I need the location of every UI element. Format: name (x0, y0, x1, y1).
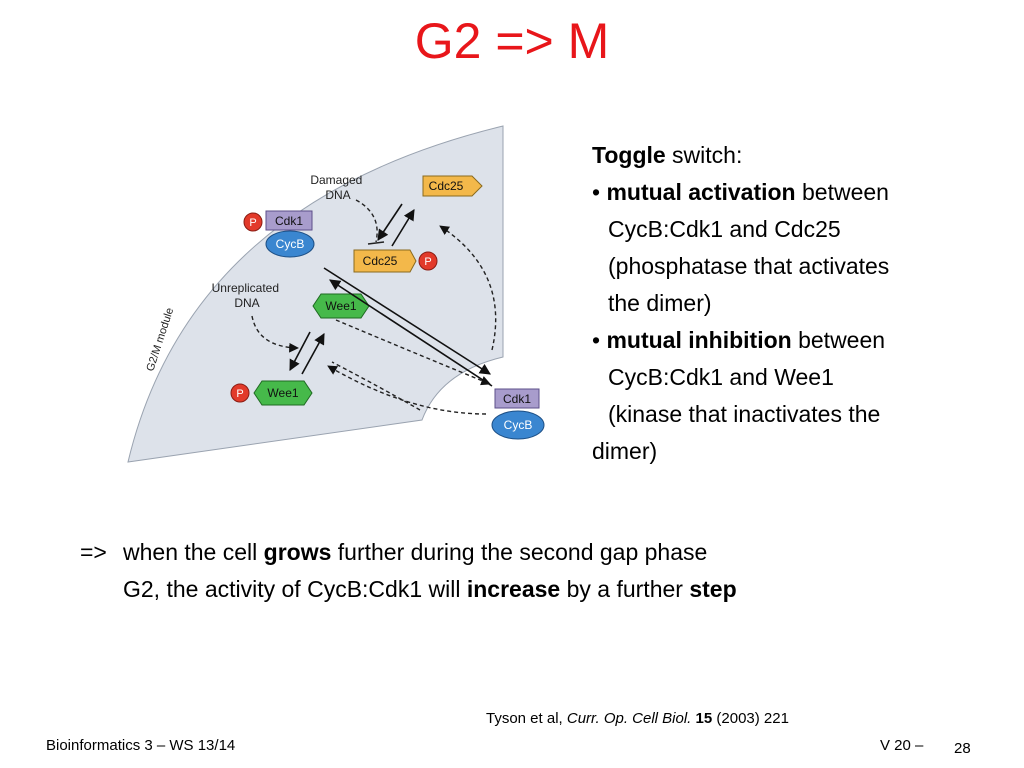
cdk1-conversion-arrows (323, 267, 493, 387)
svg-text:CycB: CycB (504, 418, 533, 432)
mutual-inhibition-line3: (kinase that inactivates the (608, 401, 881, 427)
footer-lecture: V 20 – (880, 737, 924, 754)
toggle-switch-description: Toggle switch: • mutual activation betwe… (592, 137, 1012, 470)
toggle-heading: Toggle switch: (592, 142, 743, 168)
footer-course: Bioinformatics 3 – WS 13/14 (46, 737, 236, 754)
conclusion-paragraph: => when the cell grows further during th… (80, 534, 980, 608)
svg-text:Cdk1: Cdk1 (275, 214, 303, 228)
wee1-active: Wee1 (312, 293, 370, 319)
svg-text:P: P (236, 388, 243, 400)
slide-title: G2 => M (414, 13, 610, 69)
cdc25-conversion-arrows (377, 203, 415, 247)
citation: Tyson et al, Curr. Op. Cell Biol. 15 (20… (486, 710, 789, 727)
mutual-inhibition-line4: dimer) (592, 438, 658, 464)
g2m-module-diagram: G2/M module Damaged DNA Unreplicated DNA… (127, 125, 545, 463)
svg-text:P: P (424, 256, 431, 268)
mutual-inhibition-line2: CycB:Cdk1 and Wee1 (608, 364, 834, 390)
mutual-activation-line2: CycB:Cdk1 and Cdc25 (608, 216, 841, 242)
conclusion-line1: when the cell grows further during the s… (123, 539, 708, 565)
mutual-activation-item: • mutual activation between (592, 179, 889, 205)
svg-text:Cdk1: Cdk1 (503, 392, 531, 406)
mutual-activation-line4: the dimer) (608, 290, 712, 316)
svg-text:Cdc25: Cdc25 (363, 254, 398, 268)
cdk1-cycb-phosphorylated: P Cdk1 CycB (243, 210, 315, 258)
implication-arrow: => (80, 539, 107, 565)
wee1-phosphorylated: P Wee1 (230, 380, 313, 406)
cdk1-cycb-active: Cdk1 CycB (491, 388, 545, 440)
svg-text:Wee1: Wee1 (325, 299, 356, 313)
svg-text:CycB: CycB (276, 237, 305, 251)
cdc25-active: Cdc25 (422, 175, 483, 197)
conclusion-line2: G2, the activity of CycB:Cdk1 will incre… (123, 576, 737, 602)
page-number: 28 (954, 740, 971, 757)
unreplicated-dna-label: Unreplicated DNA (212, 281, 283, 310)
regulatory-dashed-arrows (251, 199, 497, 415)
mutual-inhibition-item: • mutual inhibition between (592, 327, 886, 353)
damaged-dna-label: Damaged DNA (310, 173, 365, 202)
svg-text:P: P (249, 217, 256, 229)
mutual-activation-line3: (phosphatase that activates (608, 253, 890, 279)
svg-text:Wee1: Wee1 (267, 386, 298, 400)
wee1-conversion-arrows (289, 331, 325, 375)
svg-text:Cdc25: Cdc25 (429, 179, 464, 193)
cdc25-phosphorylated: Cdc25 P (353, 249, 438, 273)
